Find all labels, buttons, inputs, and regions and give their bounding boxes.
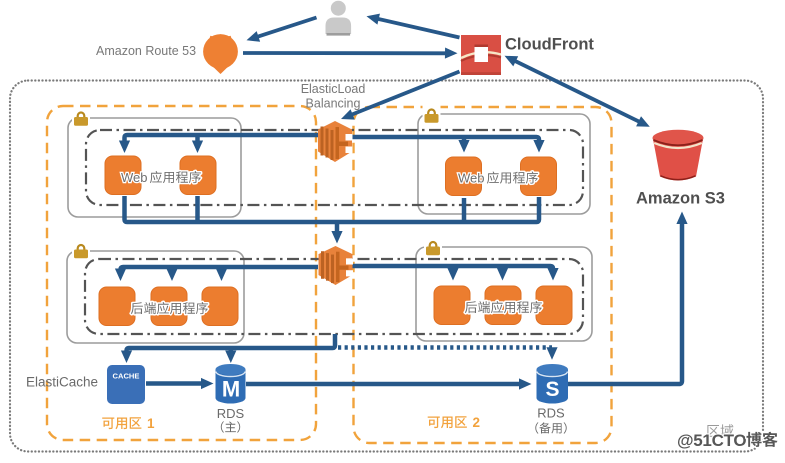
svg-text:Web: Web	[121, 170, 148, 185]
svg-text:Web: Web	[458, 171, 485, 186]
svg-text:ElastiCache: ElastiCache	[26, 375, 98, 390]
svg-text:ElasticLoad: ElasticLoad	[301, 82, 366, 96]
svg-text:CACHE: CACHE	[112, 372, 139, 381]
svg-text:Amazon S3: Amazon S3	[636, 190, 725, 208]
svg-text:S: S	[545, 378, 559, 401]
svg-text:Amazon Route 53: Amazon Route 53	[96, 44, 196, 58]
svg-text:RDS: RDS	[217, 406, 245, 421]
svg-text:CloudFront: CloudFront	[505, 36, 594, 54]
svg-text:RDS: RDS	[537, 406, 565, 421]
svg-text:@51CTO: @51CTO	[677, 431, 746, 450]
svg-text:Balancing: Balancing	[306, 97, 361, 111]
svg-text:1: 1	[147, 416, 155, 431]
svg-text:M: M	[222, 377, 240, 402]
svg-text:2: 2	[473, 415, 481, 430]
